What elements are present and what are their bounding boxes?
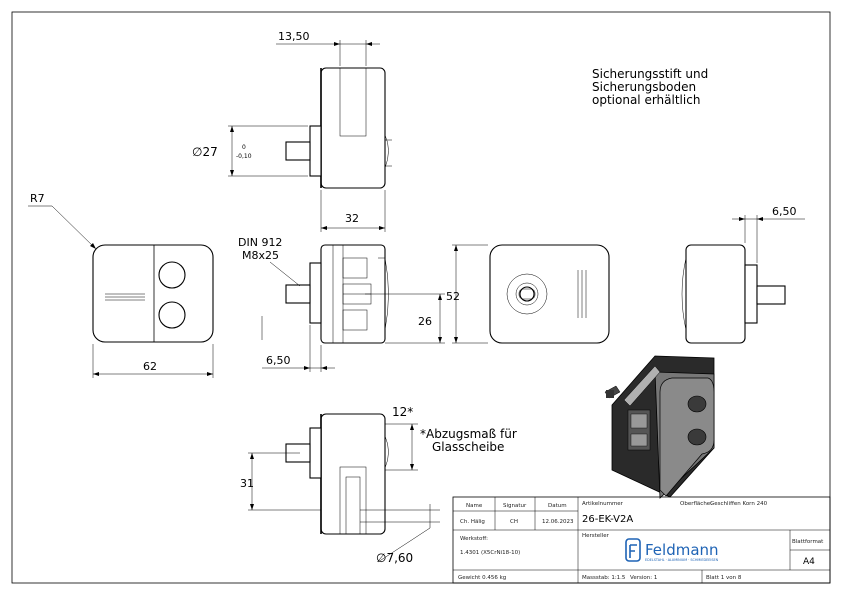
- note-safety-line3: optional erhältlich: [592, 93, 700, 107]
- dim-clamp-12: 12*: [392, 405, 413, 419]
- dim-front-width: 62: [143, 360, 157, 373]
- tb-article-label: Artikelnummer: [582, 501, 624, 507]
- dim-top-width: 13,50: [278, 30, 310, 43]
- dim-screw-line1: DIN 912: [238, 236, 282, 249]
- section-view: DIN 912 M8x25 26 6,50: [238, 236, 445, 372]
- tb-date-value: 12.06.2023: [542, 519, 574, 525]
- tb-manufacturer-label: Hersteller: [582, 533, 610, 539]
- feldmann-logo: Feldmann EDELSTAHL · ALUMINIUM · SCHMIED…: [625, 538, 719, 562]
- isometric-view: [604, 355, 715, 499]
- top-view: 13,50 ∅27 0 -0,10 32: [192, 30, 392, 232]
- title-block: Name Signatur Datum Ch. Hälig CH 12.06.2…: [452, 496, 831, 584]
- tb-signature-label: Signatur: [503, 503, 527, 509]
- tb-format-label: Blattformat: [792, 539, 824, 545]
- tb-name-label: Name: [466, 503, 483, 509]
- tb-format-value: A4: [803, 557, 815, 567]
- drawing-frame: [11, 11, 831, 584]
- logo-subtext: EDELSTAHL · ALUMINIUM · SCHMIEDEEISEN: [645, 558, 719, 562]
- tb-version: Version: 1: [630, 575, 657, 581]
- note-glass-line2: Glasscheibe: [432, 440, 504, 454]
- dim-tol-lower: -0,10: [236, 153, 252, 160]
- bottom-view: 12* *Abzugsmaß für Glasscheibe 31 ∅7,60: [240, 405, 517, 565]
- dim-height-31: 31: [240, 477, 254, 490]
- back-view: 52: [446, 244, 610, 344]
- tb-article-value: 26-EK-V2A: [582, 514, 633, 525]
- tb-sheet: Blatt 1 von 8: [706, 575, 742, 581]
- note-glass-line1: *Abzugsmaß für: [420, 427, 517, 441]
- tb-date-label: Datum: [548, 503, 567, 509]
- tb-surface-label: Oberfläche:: [680, 501, 712, 507]
- dim-screw-line2: M8x25: [242, 249, 279, 262]
- dim-side-width: 32: [345, 212, 359, 225]
- dim-tol-upper: 0: [242, 144, 246, 151]
- dim-pin-diameter: ∅7,60: [376, 551, 413, 565]
- dim-offset-right: 6,50: [772, 205, 797, 218]
- note-safety-line2: Sicherungsboden: [592, 80, 696, 94]
- dim-height-26: 26: [418, 315, 432, 328]
- side-view-right: 6,50: [681, 205, 805, 344]
- tb-scale: Massstab: 1:1.5: [582, 575, 626, 581]
- front-view-left: R7 62: [28, 192, 214, 378]
- safety-note: Sicherungsstift und Sicherungsboden opti…: [592, 67, 708, 107]
- note-safety-line1: Sicherungsstift und: [592, 67, 708, 81]
- dim-radius: R7: [30, 192, 45, 205]
- tb-material-label: Werkstoff:: [460, 536, 488, 542]
- tb-weight: Gewicht 0.456 kg: [458, 575, 506, 581]
- dim-offset-left: 6,50: [266, 354, 291, 367]
- logo-text: Feldmann: [645, 541, 719, 559]
- tb-name-value: Ch. Hälig: [460, 519, 485, 525]
- tb-material-value: 1.4301 (X5CrNi18-10): [460, 550, 520, 556]
- tb-signature-value: CH: [510, 519, 518, 525]
- dim-diameter-27: ∅27: [192, 145, 218, 159]
- dim-height-52: 52: [446, 290, 460, 303]
- tb-surface-value: Geschliffen Korn 240: [710, 501, 768, 507]
